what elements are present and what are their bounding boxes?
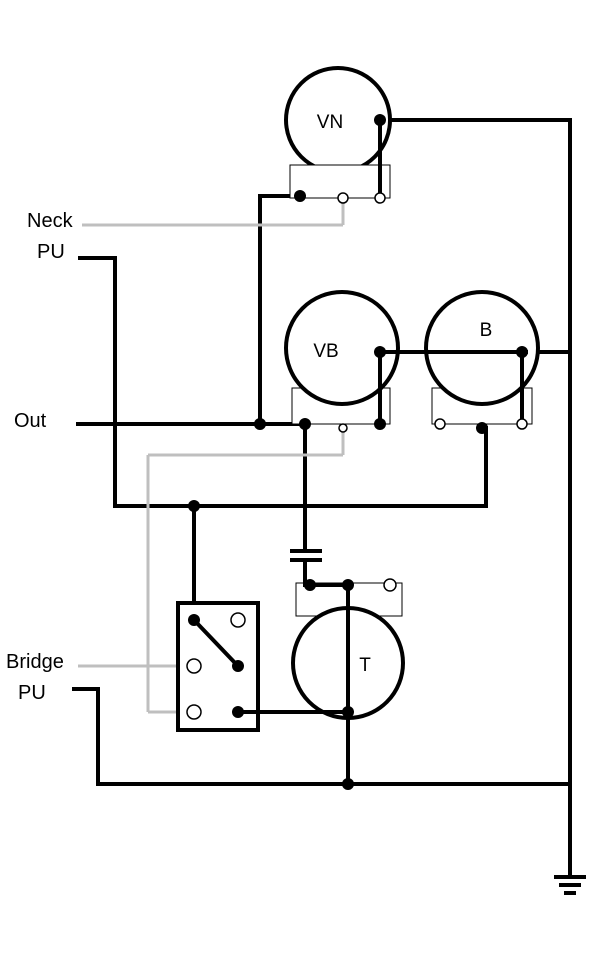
neck-label: Neck — [27, 210, 74, 232]
ground-bus — [388, 118, 572, 877]
pot-vb[interactable]: VB — [284, 290, 400, 425]
pot-b[interactable]: B — [424, 290, 540, 425]
neck-pu-lead — [82, 198, 345, 227]
neck-pu-wire — [78, 256, 488, 508]
pot-vn-label: VN — [317, 112, 343, 133]
out-label: Out — [14, 410, 47, 432]
bridge-label: Bridge — [6, 651, 64, 673]
vb-b-link — [378, 350, 528, 426]
pot-t-label: T — [359, 655, 371, 676]
pot-vn[interactable]: VN — [284, 66, 392, 199]
neck-pu-label: PU — [37, 241, 65, 263]
open-lugs — [186, 192, 528, 720]
bottom-ground-wire — [72, 687, 572, 786]
out-wire — [76, 194, 307, 426]
pot-b-label: B — [480, 320, 493, 341]
capacitor-branch — [290, 422, 322, 587]
ground-symbol-icon — [554, 875, 586, 895]
bridge-pu-label: PU — [18, 682, 46, 704]
pot-vb-label: VB — [313, 341, 338, 362]
solder-joints — [188, 114, 528, 790]
